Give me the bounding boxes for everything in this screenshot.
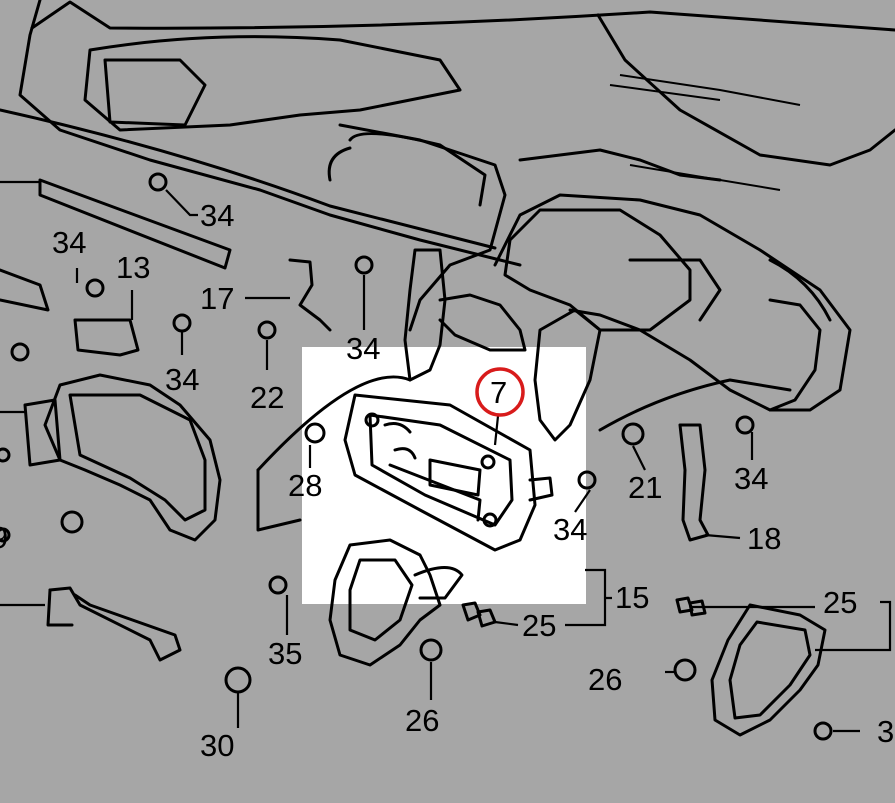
label-35: 35 xyxy=(268,636,302,671)
leader-lines xyxy=(0,180,892,733)
part-labels: 34 34 13 17 34 34 22 7 28 21 34 34 18 15… xyxy=(0,198,894,763)
label-25: 25 xyxy=(522,608,556,643)
label-34: 34 xyxy=(200,198,234,233)
dashboard-outline xyxy=(0,0,895,532)
label-22: 22 xyxy=(250,380,284,415)
label-13: 13 xyxy=(116,250,150,285)
label-25: 25 xyxy=(823,585,857,620)
label-18: 18 xyxy=(747,521,781,556)
part-25-side-cover xyxy=(675,596,827,737)
part-7-bracket xyxy=(343,393,554,552)
label-34: 34 xyxy=(734,461,768,496)
label-34: 34 xyxy=(165,362,199,397)
label-17: 17 xyxy=(200,281,234,316)
label-34: 34 xyxy=(52,225,86,260)
label-26: 26 xyxy=(405,703,439,738)
fasteners xyxy=(0,172,833,741)
label-28: 28 xyxy=(288,468,322,503)
part-15-cover xyxy=(328,538,497,667)
label-9-cropped: 9 xyxy=(0,520,8,555)
label-30: 30 xyxy=(200,728,234,763)
label-26: 26 xyxy=(588,662,622,697)
label-3-cropped: 3 xyxy=(877,714,894,749)
callout-circle-7 xyxy=(475,367,525,417)
highlight-panel xyxy=(302,347,586,604)
label-15: 15 xyxy=(615,580,649,615)
label-34: 34 xyxy=(346,331,380,366)
label-7: 7 xyxy=(490,375,507,410)
label-21: 21 xyxy=(628,470,662,505)
label-34: 34 xyxy=(553,512,587,547)
